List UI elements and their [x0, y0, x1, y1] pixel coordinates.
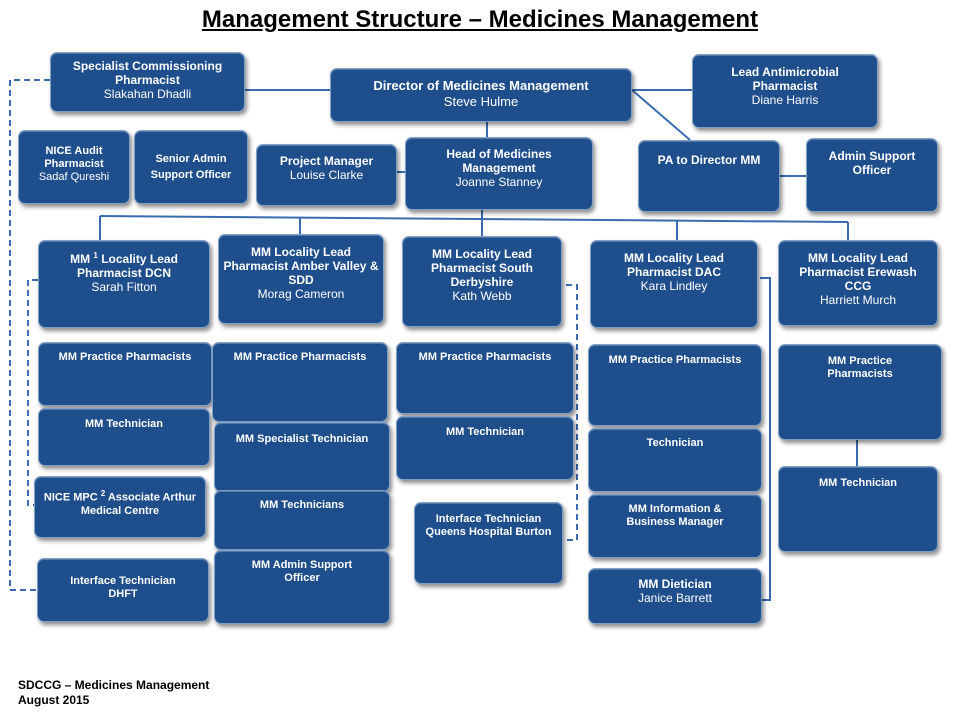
box-title: MM Practice Pharmacists [58, 351, 192, 363]
box-title: Project Manager [279, 154, 374, 168]
box-title: MM Locality Lead Pharmacist DAC [623, 251, 724, 279]
box-title: Senior Admin Support Officer [150, 153, 232, 181]
box-title-part: NICE MPC [43, 491, 98, 504]
box-title: MM Locality Lead Pharmacist Amber Valley… [223, 245, 379, 287]
box-name: Janice Barrett [637, 591, 713, 605]
box-title: Interface Technician DHFT [70, 575, 176, 600]
box-title: Director of Medicines Management [373, 78, 589, 93]
box-title: Head of Medicines Management [446, 147, 552, 175]
south-derbyshire-lead-box: MM Locality Lead Pharmacist South Derbys… [402, 236, 562, 327]
av-admin-support-box: MM Admin Support Officer [214, 550, 390, 624]
erewash-technician-box: MM Technician [778, 466, 938, 552]
box-name: Diane Harris [751, 93, 819, 107]
box-title: MM Practice Pharmacists [608, 354, 742, 366]
box-title: Lead Antimicrobial Pharmacist [731, 65, 839, 93]
box-title: MM Practice Pharmacists [233, 351, 367, 363]
box-name: Harriett Murch [819, 293, 896, 307]
sd-technician-box: MM Technician [396, 416, 574, 480]
head-box: Head of Medicines Management Joanne Stan… [405, 137, 593, 210]
footer-date: August 2015 [18, 693, 90, 707]
dac-dietician-box: MM Dietician Janice Barrett [588, 568, 762, 624]
director-box: Director of Medicines Management Steve H… [330, 68, 632, 122]
dcn-lead-box: MM 1 Locality Lead Pharmacist DCN Sarah … [38, 240, 210, 328]
box-title-part: MM [70, 252, 91, 266]
page-title: Management Structure – Medicines Managem… [201, 6, 759, 33]
box-title: NICE Audit Pharmacist [44, 145, 104, 170]
footnote-marker: 2 [100, 489, 106, 498]
box-title-part: Associate Arthur Medical Centre [80, 491, 197, 517]
pa-director-box: PA to Director MM [638, 140, 780, 212]
box-title: MM Information & Business Manager [626, 503, 724, 528]
box-title: MM Specialist Technician [235, 433, 369, 445]
box-title-part: Locality Lead Pharmacist DCN [76, 252, 178, 280]
box-name: Slakahan Dhadli [103, 87, 192, 101]
box-name: Louise Clarke [289, 168, 364, 182]
box-title: MM Locality Lead Pharmacist Erewash CCG [799, 251, 917, 293]
interface-queens-box: Interface Technician Queens Hospital Bur… [414, 502, 563, 584]
dac-practice-pharmacists-box: MM Practice Pharmacists [588, 344, 762, 426]
erewash-lead-box: MM Locality Lead Pharmacist Erewash CCG … [778, 240, 938, 326]
box-title: MM Technician [818, 477, 898, 489]
dac-lead-box: MM Locality Lead Pharmacist DAC Kara Lin… [590, 240, 758, 328]
av-technicians-box: MM Technicians [214, 490, 390, 550]
sd-practice-pharmacists-box: MM Practice Pharmacists [396, 342, 574, 414]
box-title: MM Technician [445, 426, 525, 438]
footer-org: SDCCG – Medicines Management [18, 678, 210, 692]
box-title: MM Admin Support Officer [251, 559, 353, 584]
box-title: MM Technician [84, 418, 164, 430]
box-name: Kath Webb [452, 289, 512, 303]
amber-valley-lead-box: MM Locality Lead Pharmacist Amber Valley… [218, 234, 384, 324]
box-title: MM 1 Locality Lead Pharmacist DCN [39, 249, 209, 280]
footnote-marker: 1 [93, 251, 98, 260]
box-title: Admin Support Officer [828, 149, 916, 177]
box-title: Specialist Commissioning Pharmacist [72, 59, 223, 87]
erewash-practice-pharmacists-box: MM Practice Pharmacists [778, 344, 942, 440]
box-name: Kara Lindley [640, 279, 708, 293]
admin-support-box: Admin Support Officer [806, 138, 938, 212]
antimicrobial-box: Lead Antimicrobial Pharmacist Diane Harr… [692, 54, 878, 128]
box-title: MM Technicians [259, 499, 345, 511]
box-title: MM Dietician [638, 577, 712, 591]
dcn-technician-box: MM Technician [38, 408, 210, 466]
box-title: Technician [646, 437, 704, 449]
dac-information-manager-box: MM Information & Business Manager [588, 494, 762, 558]
dcn-practice-pharmacists-box: MM Practice Pharmacists [38, 342, 212, 406]
senior-admin-box: Senior Admin Support Officer [134, 130, 248, 204]
box-name: Sarah Fitton [91, 280, 157, 294]
nice-mpc-box: NICE MPC 2 Associate Arthur Medical Cent… [34, 476, 206, 538]
specialist-commissioning-box: Specialist Commissioning Pharmacist Slak… [50, 52, 245, 112]
dac-technician-box: Technician [588, 428, 762, 492]
box-name: Sadaf Qureshi [38, 171, 110, 183]
footer: SDCCG – Medicines Management August 2015 [18, 678, 209, 708]
box-title: MM Practice Pharmacists [418, 351, 552, 363]
av-specialist-technician-box: MM Specialist Technician [214, 422, 390, 492]
box-title: PA to Director MM [657, 153, 761, 167]
box-title: MM Practice Pharmacists [827, 355, 893, 380]
box-name: Steve Hulme [443, 94, 519, 109]
box-title: MM Locality Lead Pharmacist South Derbys… [430, 247, 534, 289]
av-practice-pharmacists-box: MM Practice Pharmacists [212, 342, 388, 422]
project-manager-box: Project Manager Louise Clarke [256, 144, 397, 206]
box-name: Morag Cameron [257, 287, 345, 301]
nice-audit-box: NICE Audit Pharmacist Sadaf Qureshi [18, 130, 130, 204]
box-name: Joanne Stanney [455, 175, 543, 189]
box-title: NICE MPC 2 Associate Arthur Medical Cent… [35, 487, 205, 518]
box-title: Interface Technician Queens Hospital Bur… [425, 513, 552, 538]
interface-dhft-box: Interface Technician DHFT [37, 558, 209, 622]
